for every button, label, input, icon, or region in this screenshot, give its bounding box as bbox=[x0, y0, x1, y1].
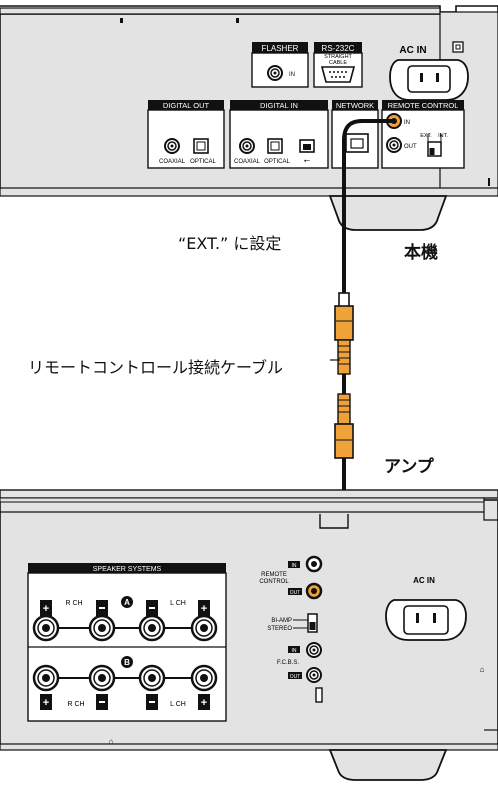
digital-out-optical-jack bbox=[193, 138, 209, 154]
ext-label: EXT. bbox=[420, 133, 432, 139]
svg-text:+: + bbox=[43, 603, 49, 615]
binding-post-a-l-minus bbox=[138, 614, 166, 642]
cable-plug-upper bbox=[334, 292, 354, 375]
cable-label: リモートコントロール接続ケーブル bbox=[28, 358, 283, 377]
b-l-ch-label: L CH bbox=[170, 701, 186, 708]
network-title: NETWORK bbox=[336, 101, 374, 110]
bi-amp-switch-section: BI-AMP STEREO bbox=[267, 613, 318, 633]
a-l-ch-label: L CH bbox=[170, 600, 186, 607]
stereo-label: STEREO bbox=[267, 626, 292, 632]
amp-remote-label-1: REMOTE bbox=[261, 572, 287, 578]
amp-remote-out-tag: OUT bbox=[290, 590, 301, 596]
binding-post-b-l-minus bbox=[138, 664, 166, 692]
b-r-ch-label: R CH bbox=[67, 701, 84, 708]
svg-text:+: + bbox=[201, 603, 207, 615]
this-unit-label: 本機 bbox=[404, 242, 438, 263]
amp-label: アンプ bbox=[384, 456, 435, 477]
binding-post-b-l-plus bbox=[190, 664, 218, 692]
binding-post-a-r-plus bbox=[32, 614, 60, 642]
digital-out-optical-label: OPTICAL bbox=[190, 159, 216, 165]
fcbs-in-tag: IN bbox=[292, 648, 297, 654]
ac-in-top-label: AC IN bbox=[399, 45, 426, 56]
amp-remote-control: REMOTE CONTROL IN OUT bbox=[259, 555, 323, 600]
svg-text:+: + bbox=[43, 697, 49, 709]
remote-control-section: REMOTE CONTROL IN OUT EXT. INT. bbox=[381, 100, 465, 169]
cable-plug-lower bbox=[334, 393, 354, 459]
fcbs-out-jack bbox=[306, 667, 322, 683]
fcbs-label: F.C.B.S. bbox=[277, 660, 299, 666]
remote-control-cable bbox=[320, 119, 394, 594]
fcbs-in-jack bbox=[306, 642, 322, 658]
binding-post-b-r-minus bbox=[88, 664, 116, 692]
amp-remote-in-tag: IN bbox=[292, 563, 297, 569]
rs232c-title: RS-232C bbox=[322, 44, 355, 53]
ground-icon-1: ⌂ bbox=[109, 737, 114, 746]
remote-out-label: OUT bbox=[404, 144, 417, 150]
remote-in-label: IN bbox=[404, 120, 410, 126]
digital-in-coaxial-label: COAXIAL bbox=[234, 159, 261, 165]
amplifier-device: SPEAKER SYSTEMS + + R CH L CH bbox=[0, 489, 498, 781]
fcbs-id-switch bbox=[315, 687, 323, 703]
amp-ac-in: AC IN ⌂ bbox=[385, 576, 485, 674]
digital-in-optical-label: OPTICAL bbox=[264, 159, 290, 165]
flasher-in-jack bbox=[267, 65, 283, 81]
network-section: NETWORK bbox=[331, 100, 379, 169]
a-badge: A bbox=[124, 598, 130, 607]
binding-post-b-r-plus bbox=[32, 664, 60, 692]
amp-remote-label-2: CONTROL bbox=[259, 579, 289, 585]
fcbs-out-tag: OUT bbox=[290, 674, 301, 680]
bi-amp-label: BI-AMP bbox=[271, 618, 292, 624]
speaker-terminals-b: + + R CH L CH B bbox=[32, 656, 218, 710]
rs232c-section: RS-232C STRAIGHT CABLE bbox=[313, 42, 363, 88]
speaker-terminals-a: + + R CH L CH A bbox=[32, 596, 218, 642]
binding-post-a-r-minus bbox=[88, 614, 116, 642]
lan-port-icon bbox=[345, 133, 369, 153]
digital-in-coaxial-jack bbox=[239, 138, 255, 154]
remote-out-jack bbox=[386, 137, 402, 153]
usb-icon: ⭠ bbox=[304, 156, 311, 165]
top-device: FLASHER IN RS-232C STRAIGHT CABLE AC IN bbox=[0, 5, 498, 231]
a-r-ch-label: R CH bbox=[65, 600, 82, 607]
digital-in-section: DIGITAL IN COAXIAL OPTICAL ⭠ bbox=[229, 100, 329, 169]
int-label: INT. bbox=[438, 133, 448, 139]
digital-in-title: DIGITAL IN bbox=[260, 101, 298, 110]
svg-text:+: + bbox=[201, 697, 207, 709]
digital-out-section: DIGITAL OUT COAXIAL OPTICAL bbox=[147, 100, 225, 169]
flasher-title: FLASHER bbox=[262, 44, 299, 53]
fcbs-section: IN F.C.B.S. OUT bbox=[277, 642, 323, 703]
digital-out-coaxial-label: COAXIAL bbox=[159, 159, 186, 165]
rs232c-port-icon bbox=[320, 66, 356, 83]
rs232c-sub2: CABLE bbox=[329, 60, 347, 66]
digital-out-coaxial-jack bbox=[164, 138, 180, 154]
remote-control-title: REMOTE CONTROL bbox=[388, 101, 459, 110]
digital-out-title: DIGITAL OUT bbox=[163, 101, 210, 110]
b-badge: B bbox=[124, 658, 130, 667]
rs232c-sub1: STRAIGHT bbox=[324, 54, 352, 60]
amp-ac-in-label: AC IN bbox=[413, 576, 435, 585]
flasher-section: FLASHER IN bbox=[251, 42, 309, 88]
ext-setting-label: “EXT.” に設定 bbox=[178, 234, 281, 253]
ground-icon-2: ⌂ bbox=[480, 665, 485, 674]
speaker-systems-title: SPEAKER SYSTEMS bbox=[93, 566, 162, 573]
flasher-in-label: IN bbox=[289, 72, 295, 78]
speaker-systems-section: SPEAKER SYSTEMS + + R CH L CH bbox=[27, 563, 227, 746]
digital-in-optical-jack bbox=[267, 138, 283, 154]
binding-post-a-l-plus bbox=[190, 614, 218, 642]
